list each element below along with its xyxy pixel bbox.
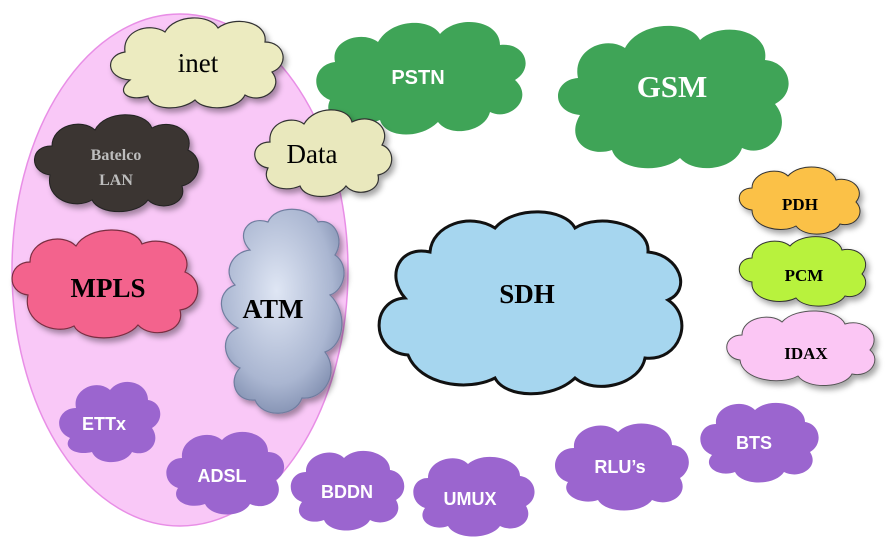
bddn-cloud	[290, 450, 405, 531]
pstn-label: PSTN	[391, 67, 444, 89]
data-cloud	[254, 109, 393, 198]
mpls-cloud	[11, 229, 199, 339]
sdh-label: SDH	[499, 279, 555, 309]
pcm-label: PCM	[785, 266, 824, 285]
mpls-label: MPLS	[70, 273, 145, 303]
bddn-label: BDDN	[321, 482, 373, 502]
adsl-cloud	[166, 431, 285, 515]
pdh-cloud	[738, 166, 861, 235]
inet-cloud	[110, 17, 284, 109]
data-label: Data	[287, 139, 338, 169]
pcm-cloud	[738, 236, 867, 307]
umux-cloud	[413, 456, 535, 537]
pstn-cloud	[316, 22, 526, 135]
inet-label: inet	[178, 48, 219, 78]
ettx-label: ETTx	[82, 414, 126, 434]
adsl-label: ADSL	[198, 466, 247, 486]
sdh-cloud	[377, 210, 684, 396]
rlus-label: RLU’s	[594, 457, 645, 477]
bts-label: BTS	[736, 433, 772, 453]
gsm-label: GSM	[637, 69, 708, 104]
ettx-cloud	[59, 381, 161, 463]
atm-cloud	[220, 208, 345, 414]
batelco-lan-cloud	[34, 114, 199, 213]
bts-cloud	[700, 402, 819, 483]
atm-label: ATM	[243, 294, 304, 324]
idax-cloud	[726, 310, 876, 387]
batelco-lan-label-line1: Batelco	[91, 147, 142, 164]
pdh-label: PDH	[782, 195, 818, 214]
idax-label: IDAX	[784, 344, 828, 363]
rlus-cloud	[555, 423, 689, 511]
gsm-cloud	[558, 25, 789, 169]
batelco-lan-label-line2: LAN	[99, 172, 133, 189]
umux-label: UMUX	[444, 489, 497, 509]
